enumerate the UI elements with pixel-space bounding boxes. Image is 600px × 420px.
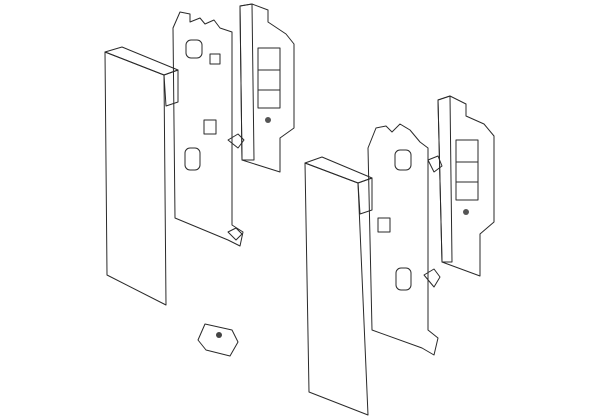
right-front-panel [304, 156, 373, 416]
square-hole [203, 119, 217, 135]
left-insert [239, 3, 295, 173]
screw-hole [463, 209, 469, 215]
hook-tab [227, 227, 243, 241]
hook-tab [427, 155, 443, 173]
slot-hole [209, 53, 221, 65]
right-bracket [367, 123, 443, 356]
hook-tab [423, 268, 441, 288]
left-front-panel [104, 46, 179, 306]
right-insert [437, 95, 495, 277]
square-hole [377, 217, 391, 233]
clip [197, 323, 239, 357]
slot-hole [394, 149, 412, 171]
slot-hole [184, 147, 201, 171]
screw-hole [265, 117, 271, 123]
left-bracket [172, 11, 245, 247]
slot-hole [395, 267, 412, 291]
slot-hole [185, 39, 203, 59]
hook-tab [227, 133, 245, 149]
